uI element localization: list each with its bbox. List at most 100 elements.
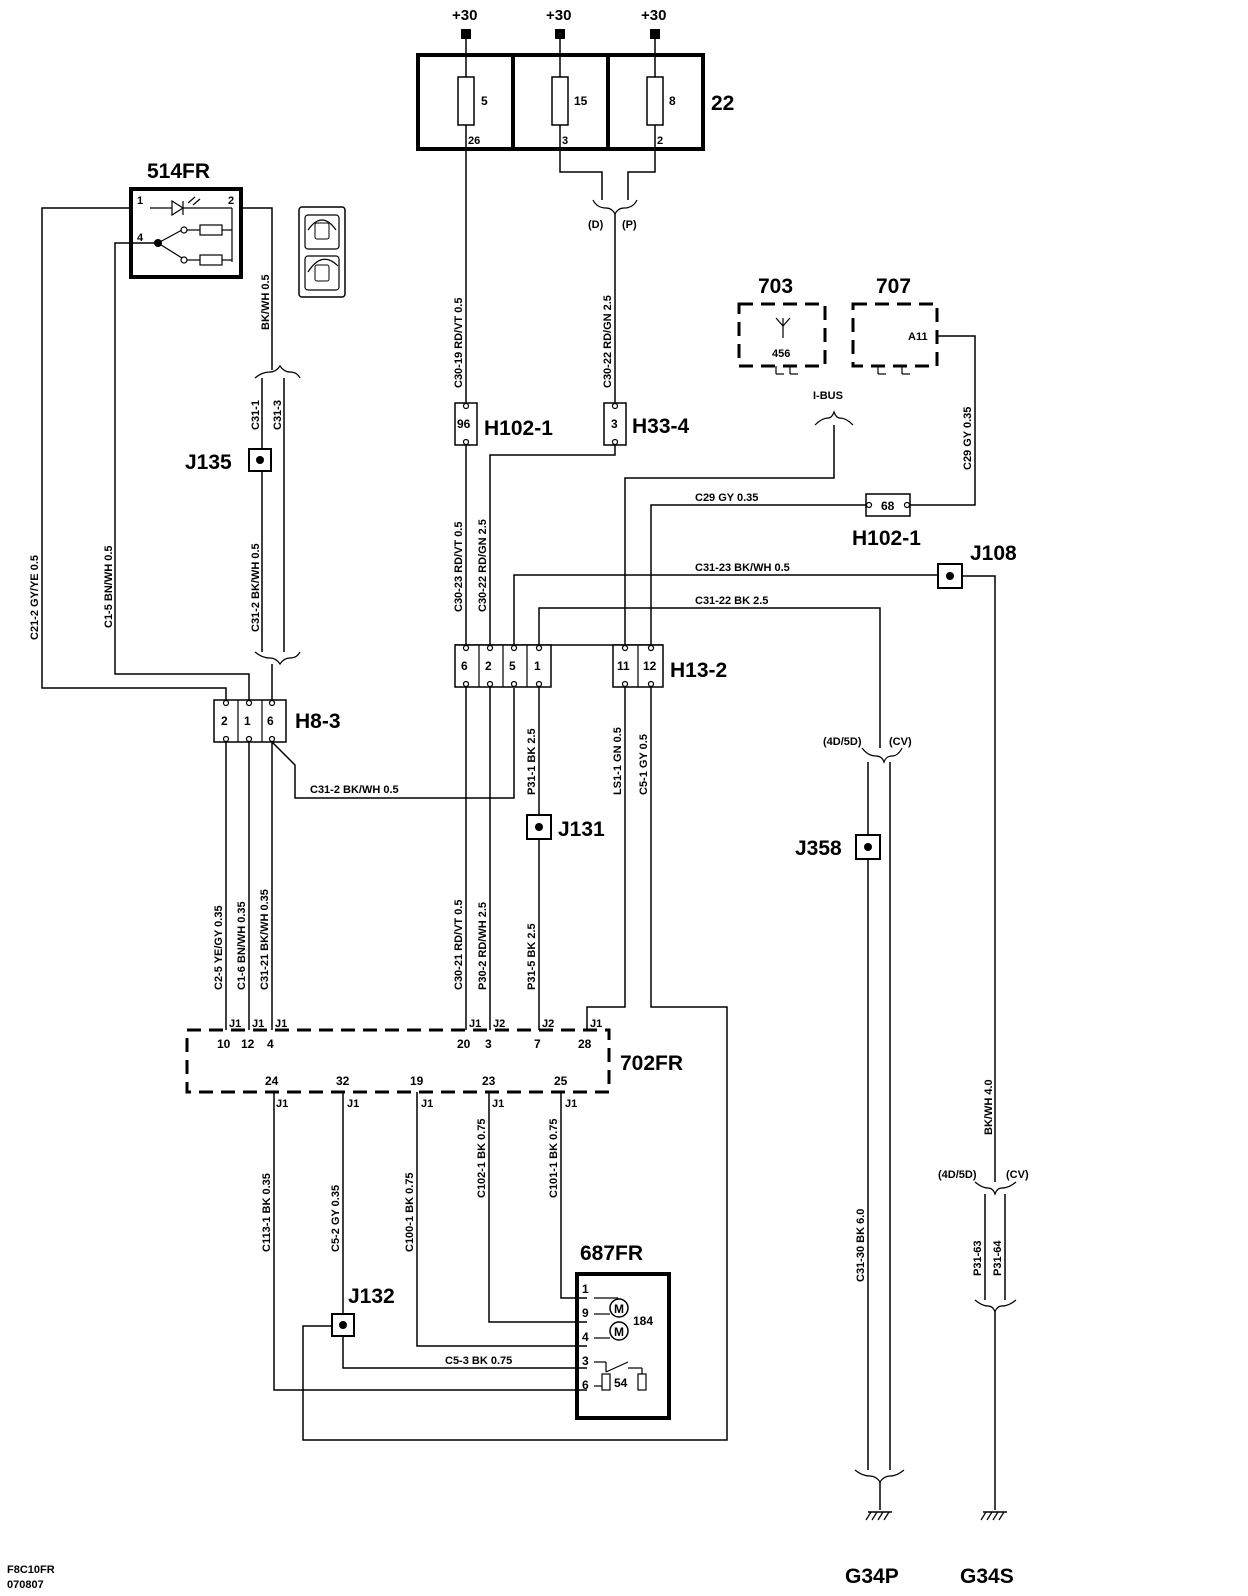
connector-h102-1-b: 68 H102-1 [852,493,921,550]
ground-icon [980,1511,1007,1521]
connector-tag: J1 [590,1018,602,1030]
connector-h13-2: 6 2 5 1 11 12 H13-2 [454,644,727,688]
switch-icon [154,224,232,266]
seat-symbol-icon [298,206,346,298]
pin-number: 3 [582,1354,589,1368]
fuse-icon [457,76,475,126]
supply-label: +30 [641,7,666,24]
pin-number: 5 [509,659,516,673]
component-ref: 184 [633,1314,653,1328]
wire-label: C5-1 GY 0.5 [638,734,650,795]
connector-label: H102-1 [852,527,921,550]
connector-label: H8-3 [295,710,341,733]
pin-number: 96 [457,417,471,431]
connector-tag: J2 [542,1018,554,1030]
wire-label: C1-5 BN/WH 0.5 [103,545,115,628]
wire-label: C2-5 YE/GY 0.35 [213,905,225,990]
connector-tag: J1 [565,1098,577,1110]
wire-label: C31-1 [250,400,262,430]
pin-number: 12 [241,1037,255,1051]
diagram-code: F8C10FR [7,1564,55,1576]
splice-label: J135 [185,451,232,474]
pin-number: 32 [336,1074,350,1088]
wire-label: C21-2 GY/YE 0.5 [29,555,41,640]
wire-label: C31-30 BK 6.0 [855,1209,867,1282]
pin-number: 28 [578,1037,592,1051]
wire-label: P30-2 RD/WH 2.5 [477,902,489,990]
component-id: 702FR [620,1052,683,1075]
supply-label: +30 [452,7,477,24]
component-id: 514FR [147,160,210,183]
wire-label: C102-1 BK 0.75 [476,1119,488,1199]
connector-tag: J1 [469,1018,481,1030]
connector-tag: J1 [421,1098,433,1110]
wire-label: P31-64 [992,1240,1004,1276]
pin-number: 6 [582,1378,589,1392]
pin-number: 4 [137,232,144,244]
pin-number: 9 [582,1306,589,1320]
pin-number: 2 [221,714,228,728]
connector-tag: J2 [493,1018,505,1030]
fuse-number: 15 [574,94,588,108]
pin-number: 4 [267,1037,274,1051]
limit-switch-icon [594,1361,647,1391]
wire-label: C29 GY 0.35 [962,407,974,470]
motor-icon: M M [594,1298,629,1341]
fusebox-22: 22 5 15 8 26 3 2 [416,53,734,151]
wire-label: C5-3 BK 0.75 [445,1355,512,1367]
wire-label: C30-22 RD/GN 2.5 [477,519,489,612]
component-514fr: 514FR 1 2 4 [129,160,243,279]
pin-number: 10 [217,1037,231,1051]
wire-label: C5-2 GY 0.35 [330,1185,342,1252]
component-id: 703 [758,275,793,298]
supply-terminals: +30 +30 +30 [452,7,666,55]
wire-label: C30-21 RD/VT 0.5 [453,900,465,990]
connector-h33-4: 3 H33-4 [603,402,690,446]
fuse-number: 8 [669,94,676,108]
wire-label: C31-22 BK 2.5 [695,595,768,607]
splice-label: J108 [970,542,1017,565]
pin-number: A11 [908,331,928,343]
component-id: 687FR [580,1242,643,1265]
ground-label: G34P [845,1565,899,1588]
pin-number: 1 [137,195,143,207]
wire-label: C100-1 BK 0.75 [404,1173,416,1253]
component-702fr: 702FR 10 12 4 20 3 7 28 J1 J1 J1 J1 J2 J… [185,1018,683,1110]
ground-label: G34S [960,1565,1014,1588]
pin-number: 2 [485,659,492,673]
pin-number: 11 [617,659,630,673]
component-ref: 54 [614,1376,628,1390]
variant-label: (CV) [889,736,912,748]
pin-number: 2 [228,195,234,207]
fuse-icon [551,76,569,126]
pin-number: 3 [485,1037,492,1051]
wire-label: C31-23 BK/WH 0.5 [695,562,790,574]
connector-tag: J1 [275,1018,287,1030]
fuse-output-pin: 3 [562,135,568,147]
pin-number: 12 [643,659,657,673]
connector-label: H33-4 [632,415,690,438]
wire-label: C101-1 BK 0.75 [548,1119,560,1199]
wire-label: C31-3 [272,400,284,430]
wire-label: C1-6 BN/WH 0.35 [236,901,248,990]
led-icon [150,196,232,217]
component-707: 707 A11 [851,275,939,375]
splice-label: J358 [795,837,842,860]
fuse-output-pin: 2 [657,135,663,147]
fuse-number: 5 [481,94,488,108]
splice-j108 [937,563,963,589]
diagram-date: 070807 [7,1579,44,1591]
pin-number: 4 [582,1330,589,1344]
connector-label: H102-1 [484,417,553,440]
connector-tag: J1 [347,1098,359,1110]
wire-label: BK/WH 0.5 [260,274,272,330]
wire-label: P31-1 BK 2.5 [526,728,538,795]
variant-label: (4D/5D) [938,1169,977,1181]
supply-label: +30 [546,7,571,24]
wire-label: BK/WH 4.0 [983,1079,995,1135]
pin-number: 456 [772,348,790,360]
wire-label: C31-2 BK/WH 0.5 [310,784,399,796]
pin-number: 3 [611,417,618,431]
pin-number: 6 [267,714,274,728]
